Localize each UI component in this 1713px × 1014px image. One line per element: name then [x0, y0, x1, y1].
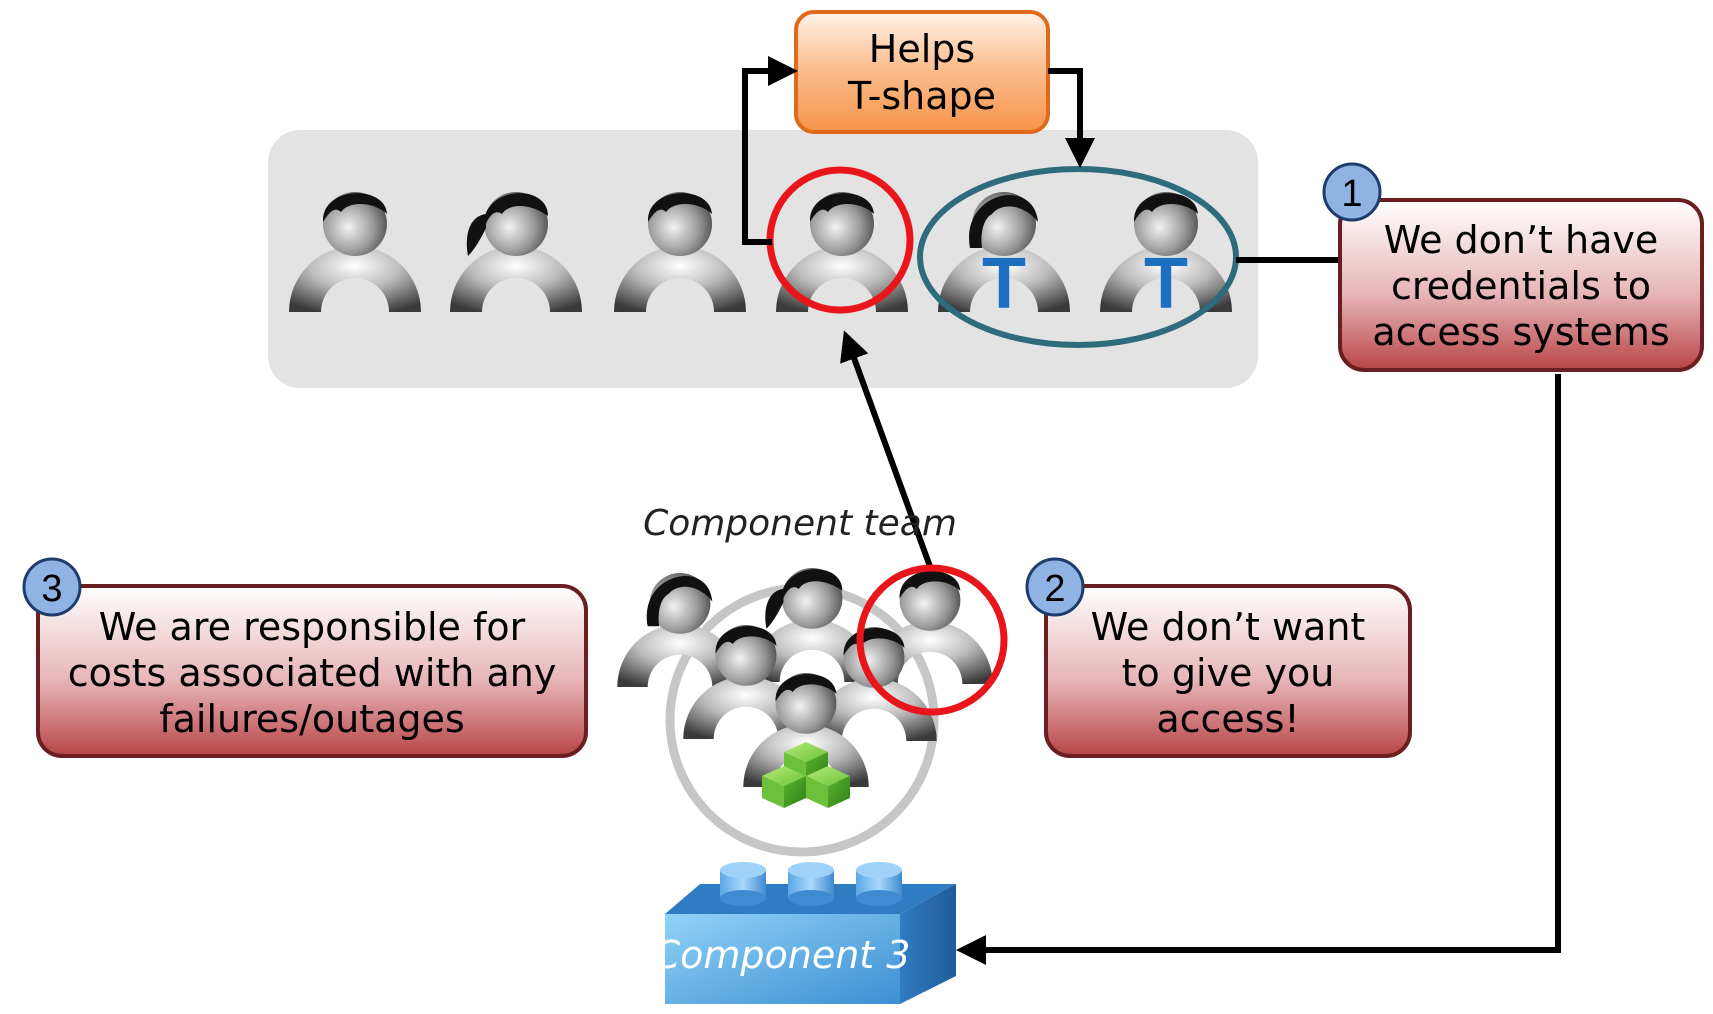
callout-1-line1: We don’t have [1384, 218, 1659, 262]
callout-3-badge [22, 557, 82, 617]
callout-2-box [1044, 584, 1412, 758]
callout-2-line1: We don’t want [1091, 605, 1366, 649]
green-cubes-icon [762, 742, 850, 808]
callout-3-line2: costs associated with any [68, 651, 557, 695]
component-block-label: Component 3 [654, 933, 911, 977]
callout-1-line2: credentials to [1391, 264, 1651, 308]
t-marker-2: T [1144, 244, 1188, 324]
t-marker-1: T [982, 244, 1026, 324]
lego-stud-2 [788, 862, 834, 906]
lego-stud-1 [720, 862, 766, 906]
arrow-to-helps [742, 56, 798, 245]
callout-3-number: 3 [41, 568, 62, 610]
callout-1-number: 1 [1341, 173, 1362, 215]
callout-2-line3: access! [1156, 697, 1299, 741]
helps-box-line2: T-shape [847, 74, 996, 118]
lego-brick-icon: Component 3 [654, 862, 956, 1004]
arrow-from-helps [1048, 68, 1095, 168]
arrow-component-member-to-team [840, 330, 935, 574]
callout-2-badge [1025, 557, 1085, 617]
arrow-callout1-to-component [956, 374, 1561, 965]
callout-3-box [36, 584, 588, 758]
callout-1-line3: access systems [1372, 310, 1669, 354]
helps-box-line1: Helps [869, 27, 975, 71]
callout-3-line1: We are responsible for [99, 605, 526, 649]
callout-2-line2: to give you [1122, 651, 1335, 695]
callout-1-badge [1322, 162, 1382, 222]
lego-stud-3 [856, 862, 902, 906]
callout-3-line3: failures/outages [159, 697, 464, 741]
callout-2-number: 2 [1044, 568, 1065, 610]
callout-1-box [1338, 198, 1704, 372]
highlight-circle-component [856, 564, 1008, 716]
component-team-group [617, 564, 1008, 857]
component-team-label: Component team [643, 503, 957, 544]
